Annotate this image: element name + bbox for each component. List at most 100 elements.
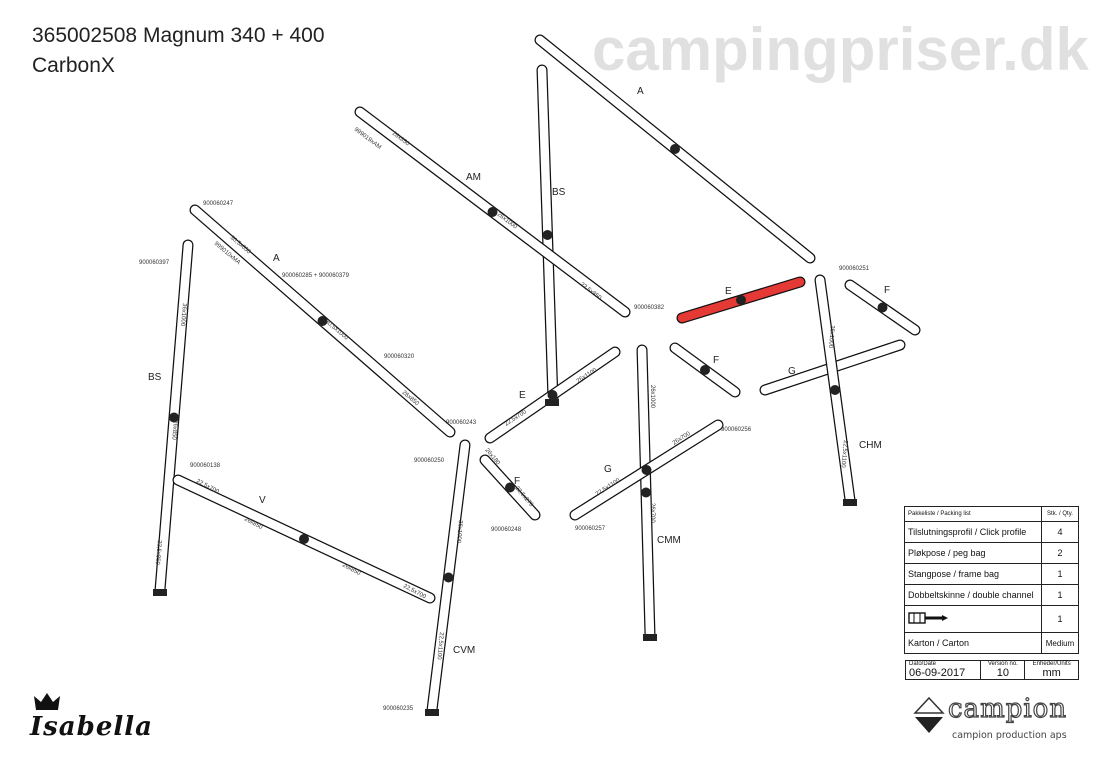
dimension-label: 26x700 <box>649 503 655 523</box>
drawing-subtitle: CarbonX <box>32 54 115 77</box>
foot-plate <box>843 499 857 506</box>
pole-f-center <box>669 342 741 398</box>
part-number: 900060256 <box>721 427 752 433</box>
joint-clamp <box>547 390 558 400</box>
campion-tagline: campion production aps <box>952 730 1067 741</box>
joint-clamp <box>505 482 515 493</box>
label-bs-back: BS <box>552 187 566 198</box>
label-f-center: F <box>713 355 719 366</box>
dimension-label: 22,5x1100 <box>436 632 444 661</box>
part-number: 900060138 <box>190 463 221 469</box>
dimension-label: 36x1000 <box>179 303 187 327</box>
part-number: 900060235 <box>383 706 414 712</box>
label-chm: CHM <box>859 440 882 451</box>
part-number: 900060397 <box>139 260 170 266</box>
label-f-left: F <box>514 476 520 487</box>
joint-clamp <box>641 487 651 498</box>
pole-cvm <box>426 439 471 716</box>
joint-clamp <box>877 302 888 313</box>
dimension-label: 22,5x1100 <box>840 440 848 469</box>
joint-clamp <box>670 144 680 154</box>
item-name: Karton / Carton <box>904 632 1042 654</box>
part-number: 900060250 <box>414 458 445 464</box>
version-value: 10 <box>996 667 1009 679</box>
part-number: 900060382 <box>634 305 665 311</box>
pole-g-center <box>569 419 724 521</box>
joint-clamp <box>299 534 309 544</box>
label-a-back: A <box>637 86 644 97</box>
pole-e-red <box>676 276 806 324</box>
drawing-title: 365002508 Magnum 340 + 400 <box>32 24 325 47</box>
pole-v <box>172 474 436 604</box>
joint-clamp <box>317 316 328 326</box>
pole-chm <box>814 274 856 506</box>
label-cvm: CVM <box>453 645 475 656</box>
crown-icon <box>34 693 60 710</box>
item-qty: Medium <box>1041 632 1079 654</box>
foot-plate <box>153 589 167 596</box>
foot-plate <box>643 634 657 641</box>
foot-plate <box>425 709 439 716</box>
label-cmm: CMM <box>657 535 681 546</box>
joint-clamp <box>169 412 179 423</box>
dimension-label: 26x850 <box>170 420 178 441</box>
item-qty: 2 <box>1041 542 1079 564</box>
units-label: Enheder/Units <box>1032 661 1071 667</box>
label-g-right: G <box>788 366 796 377</box>
dimension-label: 22,5x850 <box>154 540 162 566</box>
date-value: 06-09-2017 <box>909 667 966 679</box>
screw-icon <box>904 605 1042 633</box>
part-number: 900060247 <box>203 201 234 207</box>
joint-clamp <box>700 365 710 375</box>
item-name: Stangpose / frame bag <box>904 563 1042 585</box>
label-e-red: E <box>725 286 732 297</box>
date-label: Dato/Date <box>909 661 937 667</box>
part-number: 900060285 + 900060379 <box>282 273 350 279</box>
packing-list-header: Pakkeliste / Packing list <box>904 506 1042 522</box>
label-a-front: A <box>273 253 280 264</box>
pole-a-front <box>189 204 456 438</box>
table-row: 1 <box>904 605 1079 633</box>
label-am: AM <box>466 172 481 183</box>
item-name: Pløkpose / peg bag <box>904 542 1042 564</box>
pole-a-back <box>534 34 816 264</box>
item-name: Dobbeltskinne / double channel <box>904 584 1042 606</box>
dimension-label: 26x1000 <box>649 385 655 409</box>
units-value: mm <box>1042 667 1061 679</box>
version-label: Version no. <box>987 661 1018 667</box>
joint-clamp <box>487 207 498 217</box>
pole-f-left <box>479 454 541 521</box>
item-qty: 1 <box>1041 605 1079 633</box>
joint-clamp <box>830 385 840 395</box>
dimension-label: 36x1000 <box>455 520 463 544</box>
pole-e-center <box>484 346 621 444</box>
foot-plate <box>545 399 559 406</box>
pole-center-vertical <box>636 344 656 641</box>
dimension-label: 26x1000 <box>827 325 835 349</box>
label-g-center: G <box>604 464 612 475</box>
label-e-center: E <box>519 390 526 401</box>
item-qty: 1 <box>1041 584 1079 606</box>
label-v: V <box>259 495 266 506</box>
joint-clamp <box>736 295 746 305</box>
qty-header: Stk. / Qty. <box>1041 506 1079 522</box>
part-number: 900060320 <box>384 354 415 360</box>
triangle-logo-icon <box>913 696 945 733</box>
part-number: 900060257 <box>575 526 606 532</box>
part-number: 900060251 <box>839 266 870 272</box>
item-qty: 4 <box>1041 521 1079 543</box>
campion-logo: campion campion production aps <box>912 693 1082 750</box>
poles <box>153 34 921 716</box>
item-qty: 1 <box>1041 563 1079 585</box>
label-bs-front: BS <box>148 372 162 383</box>
joint-clamp <box>443 572 454 583</box>
isabella-logo: Isabella <box>28 690 198 750</box>
